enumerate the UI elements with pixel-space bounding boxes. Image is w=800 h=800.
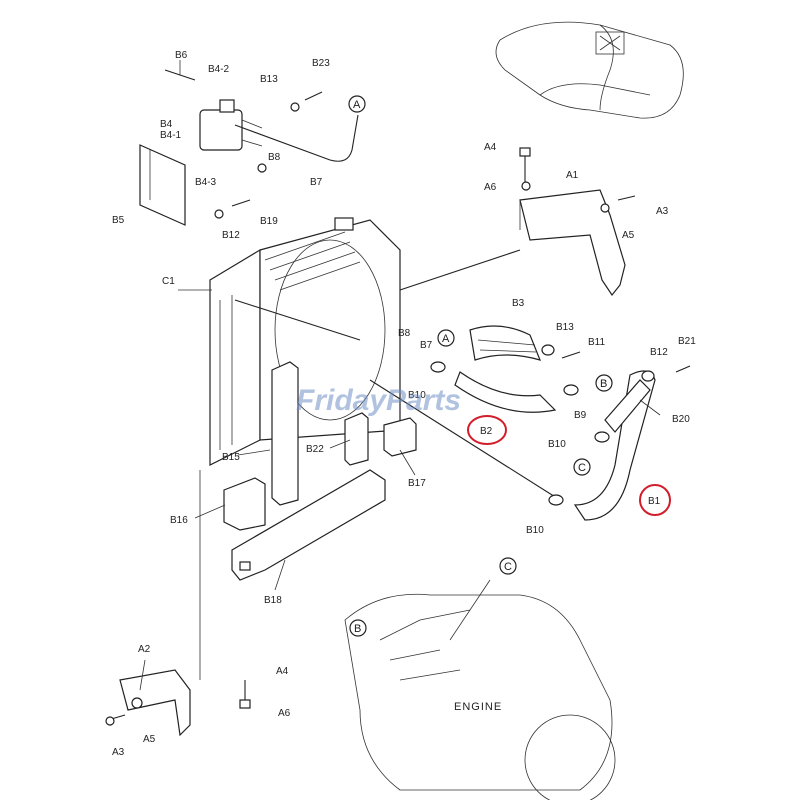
callout-c-mid: C [578,462,586,474]
label-b12-top: B12 [222,230,240,241]
engine-label: ENGINE [454,701,502,713]
callout-b-mid: B [600,378,607,390]
reservoir-assembly [139,60,359,226]
label-b9: B9 [574,410,587,421]
label-b6: B6 [175,50,188,61]
label-b10-bottom: B10 [526,525,544,536]
label-b16: B16 [170,515,188,526]
label-b11: B11 [588,337,605,348]
label-b4-3: B4-3 [195,177,217,188]
callout-c-engine: C [504,561,512,573]
label-a3-top: A3 [656,206,669,217]
label-b1: B1 [648,496,661,507]
label-a6-bottom: A6 [278,708,291,719]
label-b8-top: B8 [268,152,281,163]
shroud-b3 [399,249,542,361]
label-b8-mid: B8 [398,328,411,339]
label-b23: B23 [312,58,330,69]
part-labels: B6 B4-2 B13 B23 B4 B4-1 B4-3 B8 B7 B5 B1… [112,50,696,758]
seals-and-bars [223,361,417,581]
label-b15: B15 [222,452,240,463]
watermark-logo: FridayParts [296,384,461,417]
label-a4-top: A4 [484,142,497,153]
label-a5-bottom: A5 [143,734,156,745]
label-b4: B4 [160,119,173,130]
bracket-a1 [519,147,636,297]
seat-illustration [495,21,684,119]
label-b20: B20 [672,414,690,425]
hose-b20 [604,379,651,433]
label-b12-right: B12 [650,347,668,358]
leader-lines [139,289,661,691]
label-b7-mid: B7 [420,340,433,351]
label-b17: B17 [408,478,426,489]
label-a3-bottom: A3 [112,747,125,758]
label-a4-bottom: A4 [276,666,289,677]
label-b2: B2 [480,426,493,437]
clamps [430,344,691,506]
engine-illustration [344,579,616,800]
callout-a-top: A [353,99,361,111]
highlight-b1: B1 [639,484,671,516]
radiator-c1 [209,217,561,501]
callout-b-engine: B [354,623,361,635]
label-b4-2: B4-2 [208,64,230,75]
label-b4-1: B4-1 [160,130,182,141]
label-b10-mid: B10 [408,390,426,401]
callouts: A A B C C B [348,95,613,637]
label-c1: C1 [162,276,175,287]
label-b13-top: B13 [260,74,278,85]
highlight-b2: B2 [467,415,507,445]
label-b18: B18 [264,595,282,606]
label-b13-mid: B13 [556,322,574,333]
bracket-a2 [105,470,251,737]
label-a5-top: A5 [622,230,635,241]
label-a6-top: A6 [484,182,497,193]
label-b22: B22 [306,444,324,455]
label-a1: A1 [566,170,579,181]
callout-a-mid: A [442,333,450,345]
label-b7-top: B7 [310,177,323,188]
label-b19: B19 [260,216,278,227]
label-a2: A2 [138,644,151,655]
label-b21: B21 [678,336,696,347]
label-b3: B3 [512,298,525,309]
label-b5: B5 [112,215,125,226]
hose-b2 [454,371,557,413]
label-b10-right: B10 [548,439,566,450]
